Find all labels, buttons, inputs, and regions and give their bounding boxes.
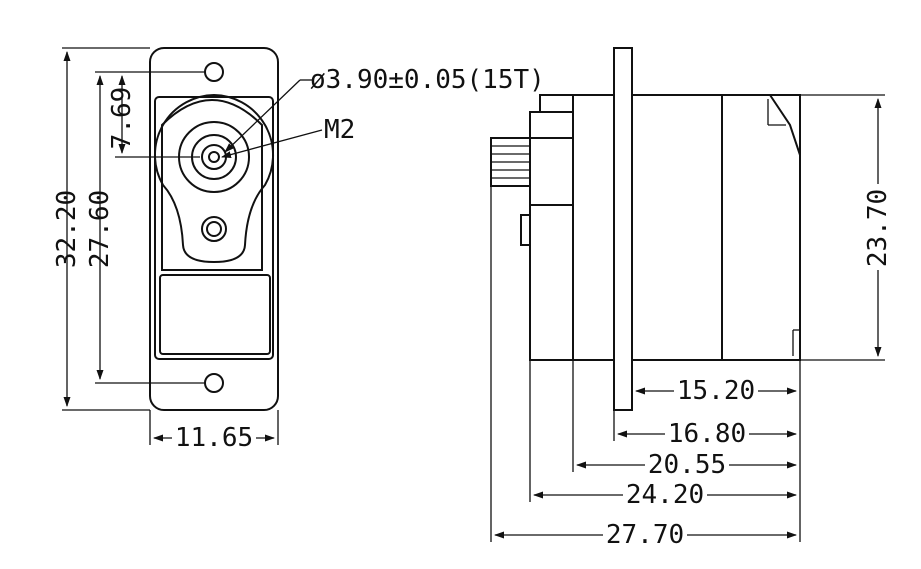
side-main-body — [631, 94, 801, 361]
front-top-cap — [161, 99, 263, 271]
front-bottom-mount-hole — [204, 373, 224, 393]
side-front-cap — [529, 94, 573, 361]
front-label-panel — [159, 274, 271, 355]
dim-text-side-flange-to-end: 16.80 — [668, 419, 746, 449]
dim-text-side-body-length: 15.20 — [677, 376, 755, 406]
side-top-case — [572, 94, 615, 361]
front-secondary-gear-pin — [201, 216, 227, 242]
dim-text-front-width: 11.65 — [175, 423, 253, 453]
front-shaft-screw-hole — [208, 151, 220, 163]
dim-text-side-overall-length: 27.70 — [606, 520, 684, 550]
dim-text-side-case-length: 20.55 — [648, 450, 726, 480]
front-top-mount-hole — [204, 62, 224, 82]
front-mounting-plate — [149, 47, 279, 411]
side-view — [490, 47, 801, 411]
dim-text-front-height-total: 32.20 — [52, 190, 82, 268]
leader-shaft-spec — [224, 79, 301, 153]
side-view-dimensions: 23.70 15.20 16.80 20.55 24.20 27.70 — [490, 94, 893, 550]
leader-screw-thread — [221, 129, 323, 159]
front-body — [154, 96, 274, 360]
dim-text-side-body-height: 23.70 — [863, 189, 893, 267]
side-cap-knob — [520, 214, 531, 246]
front-output-horn — [153, 93, 275, 264]
dim-text-front-shaft-offset: 7.69 — [107, 87, 137, 150]
front-secondary-gear-pin-inner — [206, 221, 222, 237]
dim-text-front-hole-spacing: 27.60 — [85, 190, 115, 268]
label-screw-thread: M2 — [324, 115, 355, 145]
side-mounting-flange — [613, 47, 633, 411]
side-rear-bevel — [769, 94, 801, 156]
front-view — [149, 47, 279, 411]
label-shaft-spec: ø3.90±0.05(15T) — [310, 65, 545, 95]
front-view-dimensions: 32.20 27.60 7.69 11.65 ø3.90±0.05(15T) M… — [52, 47, 545, 453]
dim-text-side-to-spline-base: 24.20 — [626, 480, 704, 510]
